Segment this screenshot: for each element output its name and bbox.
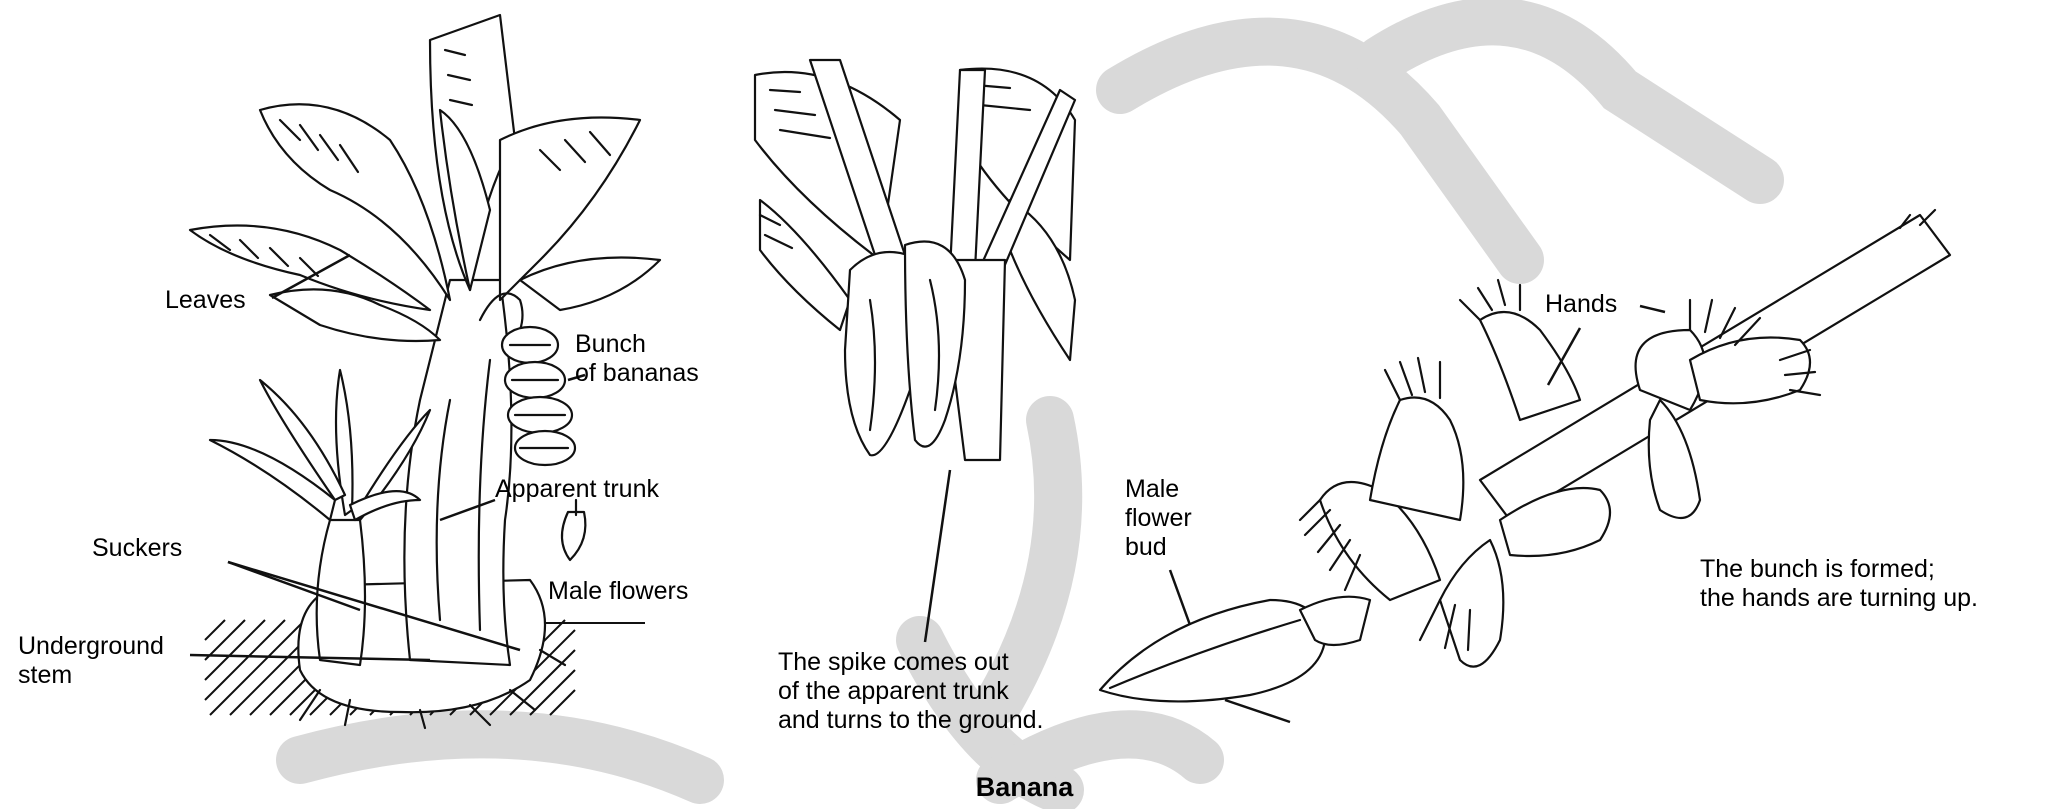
label-leaves: Leaves	[165, 286, 246, 315]
label-apparent-trunk: Apparent trunk	[495, 475, 659, 504]
label-male-flower-bud: Male flower bud	[1125, 475, 1192, 562]
label-underground-stem: Underground stem	[18, 632, 164, 690]
label-bunch-formed: The bunch is formed; the hands are turni…	[1700, 555, 1978, 613]
figure-caption: Banana	[0, 772, 2049, 803]
label-suckers: Suckers	[92, 534, 182, 563]
label-hands: Hands	[1545, 290, 1617, 319]
label-bunch-of-bananas: Bunch of bananas	[575, 330, 699, 388]
banana-hands	[1320, 312, 1810, 667]
label-male-flowers: Male flowers	[548, 577, 688, 606]
label-spike-comes-out: The spike comes out of the apparent trun…	[778, 648, 1043, 735]
male-flower-bud	[1100, 597, 1370, 702]
